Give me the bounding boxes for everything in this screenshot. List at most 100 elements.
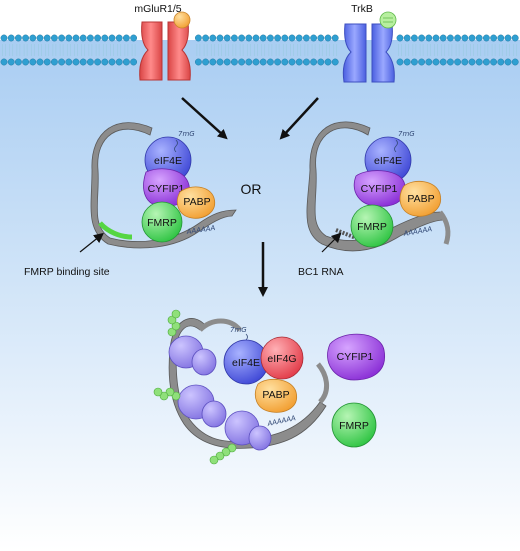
plasma-membrane [0, 34, 519, 66]
lipid-head [446, 58, 454, 66]
bottom-eif4e-label: eIF4E [232, 357, 260, 369]
free-fmrp-label: FMRP [339, 420, 369, 432]
lipid-head [288, 58, 296, 66]
lipid-head [396, 58, 404, 66]
lipid-head [468, 34, 476, 42]
lipid-head [51, 34, 58, 42]
right-cyfip1-label: CYFIP1 [361, 183, 398, 195]
left-cap: 7mG [178, 130, 195, 138]
bottom-mrna-strand [168, 318, 327, 449]
left-eif4e-label: eIF4E [154, 155, 182, 167]
lipid-head [454, 58, 461, 66]
lipid-head [43, 34, 51, 42]
lipid-head [475, 34, 483, 42]
lipid-head [14, 58, 22, 66]
lipid-head [396, 34, 404, 42]
lipid-head [432, 34, 440, 42]
lipid-head [238, 34, 246, 42]
lipid-head [302, 58, 310, 66]
translating-polysome: 7mG eIF4E eIF4G PABP AAAAAA CYFIP1 FMRP [153, 309, 385, 465]
lipid-head [490, 34, 497, 42]
lipid-head [130, 34, 138, 42]
lipid-head [36, 58, 44, 66]
lipid-head [410, 34, 418, 42]
lipid-head [490, 58, 497, 66]
lipid-head [223, 34, 231, 42]
left-fmrp-label: FMRP [147, 217, 177, 229]
lipid-head [72, 58, 80, 66]
lipid-head [302, 34, 310, 42]
lipid-head [216, 58, 224, 66]
lipid-head [216, 34, 224, 42]
lipid-head [209, 34, 217, 42]
lipid-head [65, 58, 73, 66]
right-pabp [399, 180, 442, 217]
lipid-head [194, 34, 202, 42]
lipid-head [238, 58, 246, 66]
lipid-head [245, 58, 253, 66]
lipid-head [403, 58, 411, 66]
lipid-head [439, 58, 447, 66]
free-fmrp [331, 402, 377, 448]
lipid-head [87, 34, 94, 42]
lipid-head [29, 58, 37, 66]
lipid-head [14, 34, 22, 42]
lipid-head [36, 34, 44, 42]
lipid-head [497, 58, 505, 66]
lipid-head [266, 58, 274, 66]
left-mrna-strand [90, 122, 237, 249]
bottom-pabp-label: PABP [262, 389, 289, 401]
lipid-head [446, 34, 454, 42]
lipid-head [0, 58, 8, 66]
lipid-head [123, 58, 130, 66]
bottom-eif4g [260, 336, 304, 380]
lipid-head [115, 58, 123, 66]
lipid-head [94, 34, 102, 42]
bc1-rna-pointer [321, 232, 342, 253]
lipid-head [58, 34, 65, 42]
lipid-head [504, 34, 512, 42]
lipid-head [432, 58, 440, 66]
lipid-head [317, 34, 325, 42]
lipid-head [468, 58, 476, 66]
lipid-head [324, 34, 332, 42]
lipid-head [454, 34, 461, 42]
lipid-head [274, 34, 281, 42]
bc1-rna-label: BC1 RNA [298, 266, 344, 278]
trkb-label: TrkB [351, 3, 373, 15]
right-eif4e-label: eIF4E [374, 155, 402, 167]
bottom-pabp [255, 378, 298, 413]
nascent-peptide-3 [209, 443, 237, 465]
bottom-cap: 7mG [230, 326, 247, 334]
lipid-head [331, 34, 339, 42]
lipid-head [259, 34, 267, 42]
lipid-head [79, 34, 87, 42]
lipid-head [497, 34, 505, 42]
lipid-head [65, 34, 73, 42]
lipid-head [230, 34, 238, 42]
lipid-head [7, 58, 15, 66]
lipid-head [202, 34, 210, 42]
lipid-head [504, 58, 512, 66]
fmrp-binding-site-label: FMRP binding site [24, 266, 110, 278]
lipid-head [295, 34, 303, 42]
lipid-head [22, 58, 29, 66]
right-fmrp [350, 204, 394, 248]
lipid-head [194, 58, 202, 66]
trkb-receptor [342, 11, 397, 83]
ribosome-1 [168, 335, 217, 376]
left-pabp-label: PABP [183, 196, 210, 208]
mglur-ligand [173, 11, 191, 29]
lipid-head [482, 34, 490, 42]
lipid-head [130, 58, 138, 66]
lipid-head [317, 58, 325, 66]
right-cap: 7mG [398, 130, 415, 138]
lipid-head [79, 58, 87, 66]
lipid-head [425, 58, 433, 66]
lipid-head [475, 58, 483, 66]
right-fmrp-label: FMRP [357, 221, 387, 233]
lipid-head [7, 34, 15, 42]
lipid-head [425, 34, 433, 42]
mglur-receptor [139, 11, 191, 81]
